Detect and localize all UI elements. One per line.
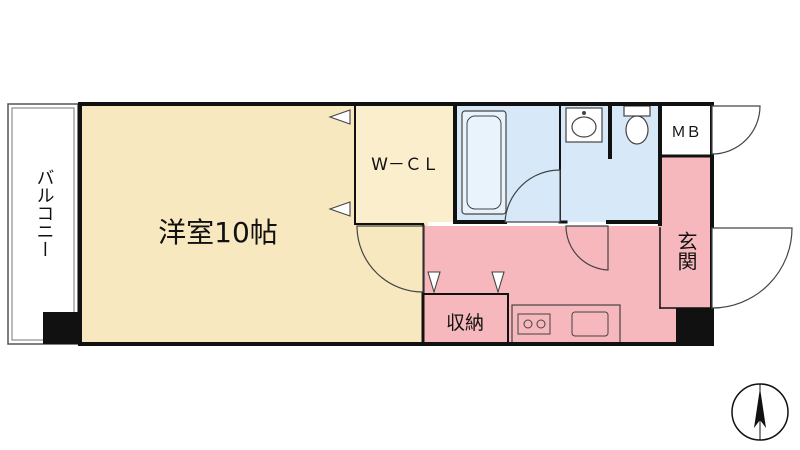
- meter-box-fill: [660, 104, 710, 156]
- closet-doors: [328, 109, 505, 294]
- balcony-pillar: [43, 312, 80, 344]
- door-swings: [356, 105, 793, 309]
- closet-fill: [355, 104, 455, 222]
- bathtub-icon: [461, 110, 507, 215]
- meter-box-label: ＭＢ: [671, 123, 701, 141]
- entrance-label: 玄関: [674, 231, 698, 271]
- toilet-icon: [623, 105, 651, 145]
- entrance-pillar: [676, 308, 712, 344]
- sink-icon: [565, 107, 603, 143]
- kitchen-counter: [511, 304, 621, 344]
- walk-in-closet-label: W－ＣＬ: [371, 155, 439, 175]
- walls: [78, 102, 714, 346]
- north-arrow-icon: [731, 383, 789, 441]
- stove-icon: [517, 313, 551, 335]
- balcony: [7, 103, 80, 345]
- western-room-label: 洋室10帖: [158, 216, 278, 249]
- storage-label: 収納: [446, 312, 484, 334]
- kitchen-sink-icon: [571, 311, 609, 337]
- storage-fill: [423, 294, 508, 344]
- balcony-label: バルコニー: [34, 168, 55, 258]
